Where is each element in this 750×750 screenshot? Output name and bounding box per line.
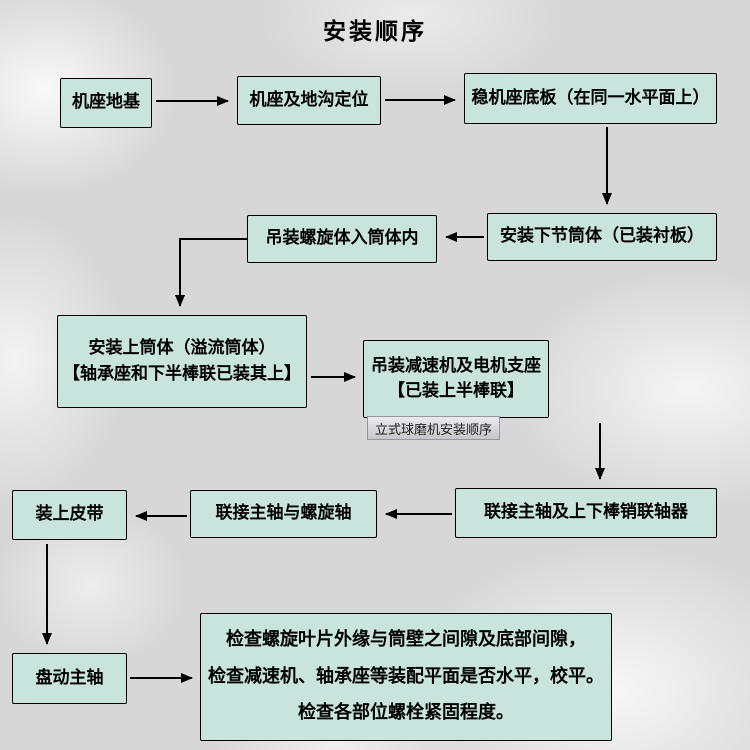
flow-node-reducer-motor-line2: 【已装上半棒联】 [388, 381, 524, 401]
flow-node-upper-cylinder-line2: 【轴承座和下半棒联已装其上】 [63, 363, 301, 384]
flow-node-final-check: 检查螺旋叶片外缘与筒壁之间隙及底部间隙， 检查减速机、轴承座等装配平面是否水平，… [200, 613, 612, 741]
flow-node-install-belt: 装上皮带 [12, 490, 127, 540]
flow-node-final-check-line2: 检查减速机、轴承座等装配平面是否水平，校平。 [208, 665, 604, 687]
flow-node-final-check-line1: 检查螺旋叶片外缘与筒壁之间隙及底部间隙， [226, 628, 586, 650]
flow-node-foundation: 机座地基 [60, 78, 152, 128]
flow-node-reducer-motor: 吊装减速机及电机支座 【已装上半棒联】 [363, 340, 549, 418]
flow-node-base-positioning: 机座及地沟定位 [237, 76, 381, 125]
flow-node-base-plate: 稳机座底板（在同一水平面上） [464, 73, 717, 124]
flow-node-reducer-motor-line1: 吊装减速机及电机支座 [371, 355, 541, 376]
flow-node-pin-coupling: 联接主轴及上下棒销联轴器 [455, 488, 717, 538]
flow-node-lower-cylinder: 安装下节筒体（已装衬板） [487, 213, 717, 261]
flow-node-connect-main-screw: 联接主轴与螺旋轴 [190, 490, 377, 538]
flow-node-screw-into-cylinder: 吊装螺旋体入筒体内 [247, 215, 437, 263]
flow-node-upper-cylinder-line1: 安装上筒体（溢流筒体） [88, 338, 276, 358]
watermark-label: 立式球磨机安装顺序 [367, 416, 500, 440]
diagram-title: 安装顺序 [323, 19, 427, 45]
flow-node-turn-main-shaft: 盘动主轴 [12, 653, 127, 704]
flow-node-final-check-line3: 检查各部位螺栓紧固程度。 [298, 702, 514, 724]
arrow-screw-to-uppercylinder [175, 238, 247, 307]
flow-node-upper-cylinder: 安装上筒体（溢流筒体） 【轴承座和下半棒联已装其上】 [57, 315, 307, 408]
